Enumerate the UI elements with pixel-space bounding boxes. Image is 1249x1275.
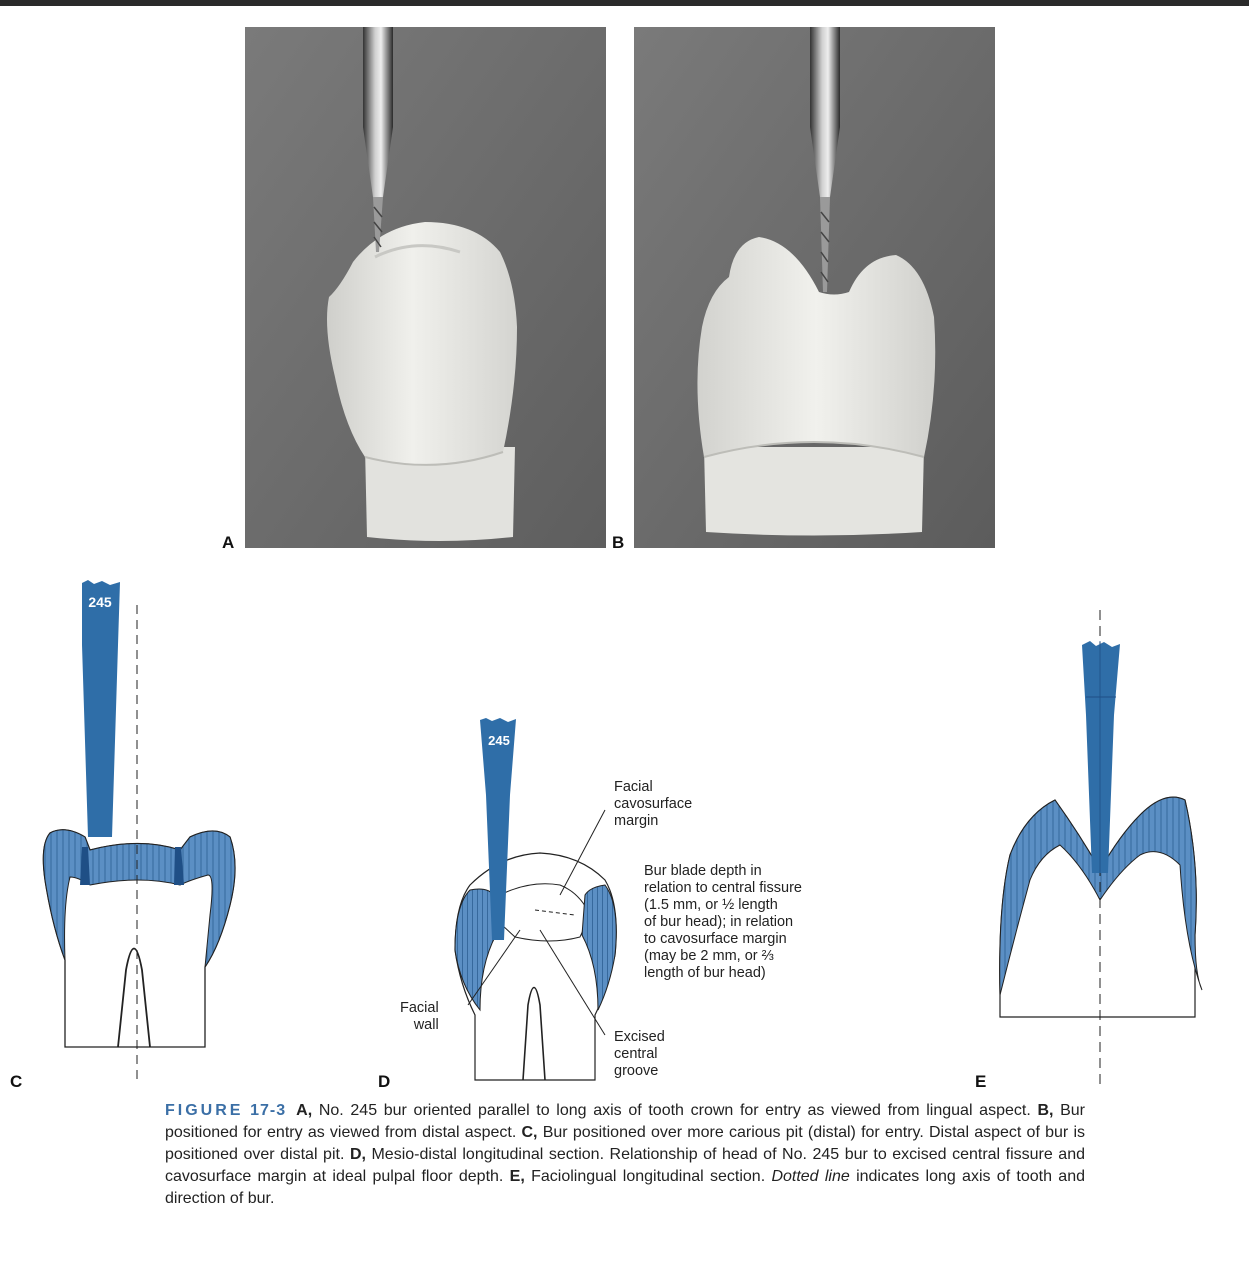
caption-d-label: D,	[350, 1146, 366, 1163]
label-facial-wall: Facial wall	[400, 1000, 439, 1034]
caption-dotted-line: Dotted line	[771, 1168, 849, 1185]
panel-label-a: A	[222, 534, 234, 551]
panel-label-d: D	[378, 1073, 390, 1090]
caption-a-text: No. 245 bur oriented parallel to long ax…	[312, 1102, 1037, 1119]
diagram-c-distal-pit-entry: 245	[30, 575, 250, 1095]
caption-c-label: C,	[522, 1124, 538, 1141]
figure-caption: FIGURE 17-3 A, No. 245 bur oriented paral…	[165, 1100, 1085, 1210]
bur-number-label-c: 245	[88, 594, 112, 610]
figure-number: 17-3	[250, 1102, 286, 1119]
photo-a-tooth-lingual-view	[245, 27, 606, 548]
label-excised-central-groove: Excised central groove	[614, 1029, 665, 1080]
caption-b-label: B,	[1037, 1102, 1053, 1119]
top-border	[0, 0, 1249, 6]
photo-b-tooth-distal-view	[634, 27, 995, 548]
caption-a-label: A,	[296, 1102, 312, 1119]
caption-e-label: E,	[510, 1168, 525, 1185]
panel-label-c: C	[10, 1073, 22, 1090]
caption-e-text: Faciolingual longitudinal section.	[525, 1168, 772, 1185]
label-facial-cavosurface-margin: Facial cavosurface margin	[614, 779, 692, 830]
label-bur-blade-depth: Bur blade depth in relation to central f…	[644, 863, 802, 982]
panel-label-b: B	[612, 534, 624, 551]
bur-number-label-d: 245	[488, 733, 510, 748]
diagram-e-faciolingual-section	[990, 605, 1215, 1095]
panel-label-e: E	[975, 1073, 986, 1090]
figure-label: FIGURE	[165, 1102, 243, 1119]
